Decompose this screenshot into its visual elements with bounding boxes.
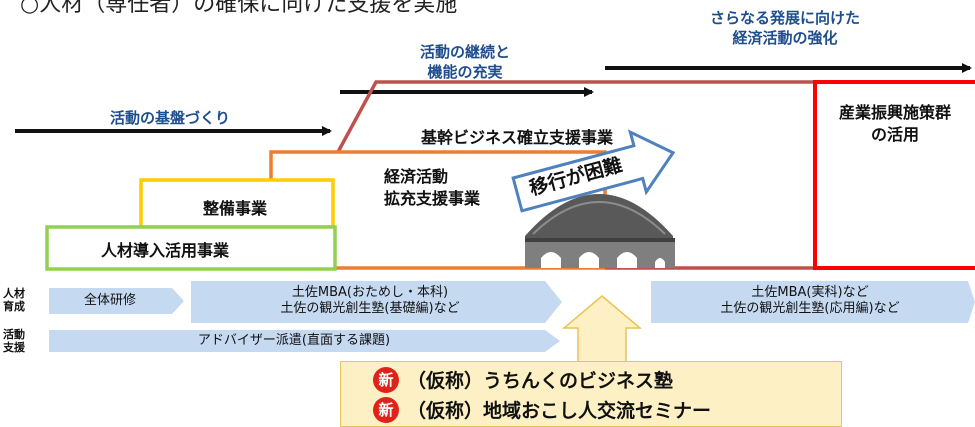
seibi-label: 整備事業 [203, 199, 268, 218]
callout-line-1: 新 （仮称）うちんくのビジネス塾 [373, 366, 673, 393]
new-badge-icon: 新 [373, 396, 399, 423]
phase-label-continuation: 活動の継続と 機能の充実 [419, 43, 510, 81]
band-mba1-label: 土佐MBA(おためし・本科) 土佐の観光創生塾(基礎編)など [280, 285, 460, 316]
row-head-jinzai: 人材 育成 [3, 287, 25, 313]
up-arrow [561, 295, 643, 363]
page-title: ○人材（専任者）の確保に向けた支援を実施 [20, 0, 458, 17]
transition-arrow [511, 129, 676, 213]
jinzai-box [45, 225, 337, 271]
row-head-katsudo: 活動 支援 [3, 328, 25, 354]
band-zentai [49, 288, 184, 314]
band-mba2 [651, 281, 975, 323]
sangyo-box [813, 80, 975, 270]
jinzai-label: 人材導入活用事業 [101, 241, 230, 260]
sangyo-label: 産業振興施策群 の活用 [838, 103, 951, 144]
kikan-outline [336, 80, 815, 153]
band-advisor-label: アドバイザー派遣(直面する課題) [197, 333, 391, 348]
keizai-label: 経済活動 拡充支援事業 [384, 167, 481, 208]
phase-label-foundation: 活動の基盤づくり [110, 109, 231, 127]
new-programs-callout: 新 （仮称）うちんくのビジネス塾 新 （仮称）地域おこし人交流セミナー [340, 361, 842, 427]
band-zentai-label: 全体研修 [83, 293, 136, 308]
band-advisor [49, 330, 560, 352]
new-badge-icon: 新 [373, 366, 399, 393]
band-mba1 [191, 281, 562, 323]
kikan-label: 基幹ビジネス確立支援事業 [421, 128, 614, 147]
band-mba2-label: 土佐MBA(実科)など 土佐の観光創生塾(応用編)など [720, 285, 900, 316]
callout-line-2: 新 （仮称）地域おこし人交流セミナー [373, 396, 711, 423]
bridge-icon [525, 194, 675, 268]
phase-label-development: さらなる発展に向けた 経済活動の強化 [709, 9, 860, 47]
